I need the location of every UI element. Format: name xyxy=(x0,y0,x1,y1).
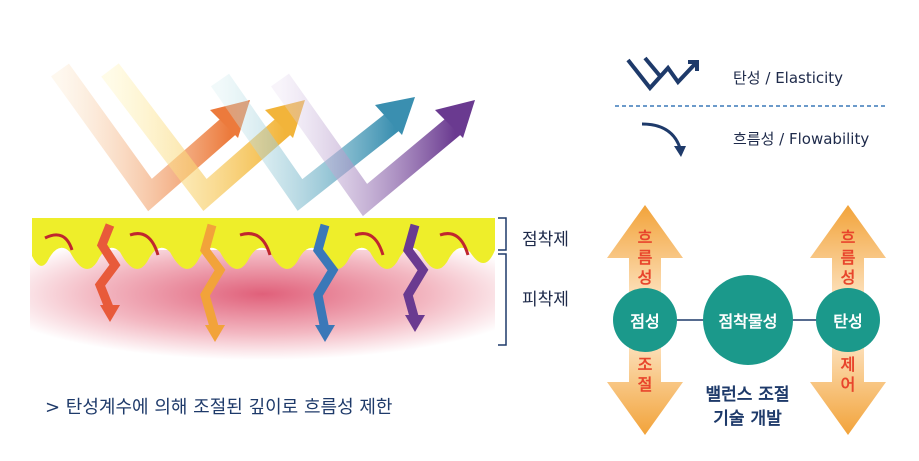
flow-arrows xyxy=(44,232,470,256)
right-down-label: 제어 xyxy=(840,355,856,394)
elastic-arrow-blue xyxy=(210,73,402,211)
penetration-arrows xyxy=(94,223,429,332)
arrowhead xyxy=(435,100,475,138)
elastic-arrow-purple xyxy=(271,73,463,217)
right-down-arrow xyxy=(810,340,886,435)
left-down-label: 조절 xyxy=(637,355,653,394)
legend-flowability: 흐름성 / Flowability xyxy=(733,130,870,148)
caption: > 탄성계수에 의해 조절된 깊이로 흐름성 제한 xyxy=(45,397,393,418)
elastic-arrow-orange xyxy=(51,63,238,212)
viscosity-circle: 점성 xyxy=(613,288,677,352)
right-up-arrow xyxy=(810,205,886,300)
balance-title-line2: 기술 개발 xyxy=(713,409,782,429)
elasticity-circle: 탄성 xyxy=(816,288,880,352)
substrate-bracket xyxy=(498,253,507,346)
arrowhead xyxy=(375,97,415,135)
left-up-arrow xyxy=(607,205,683,300)
legend-elasticity: 탄성 / Elasticity xyxy=(733,69,844,87)
elasticity-icon xyxy=(626,56,699,92)
left-up-label: 흐름성 xyxy=(637,228,653,287)
right-up-label: 흐름성 xyxy=(840,228,856,287)
left-down-arrow xyxy=(607,340,683,435)
adhesion-property-circle: 점착물성 xyxy=(703,275,793,365)
substrate-label: 피착제 xyxy=(522,290,569,310)
balance-title-line1: 밸런스 조절 xyxy=(705,385,790,405)
flowability-icon xyxy=(641,122,682,149)
adhesive-label: 점착제 xyxy=(522,230,569,250)
adhesive-bracket xyxy=(498,217,507,251)
